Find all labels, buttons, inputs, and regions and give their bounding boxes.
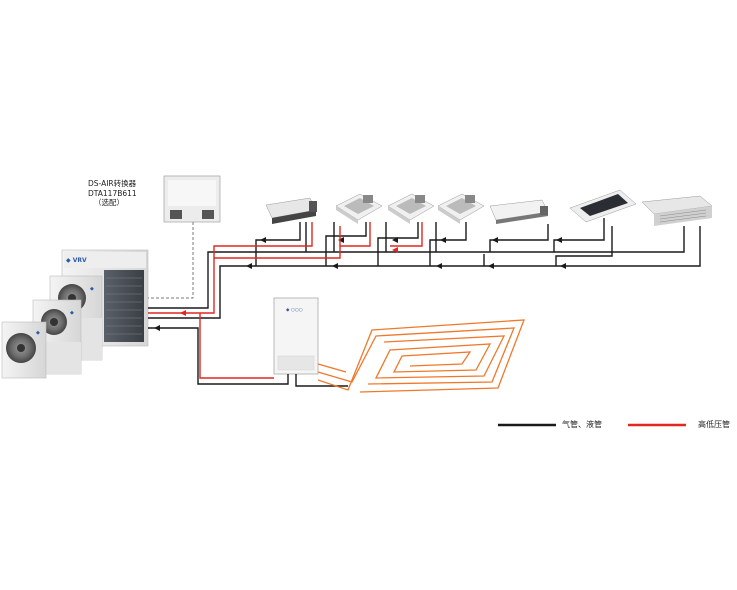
- converter-model: DTA117B611: [88, 188, 137, 198]
- indoor-unit-cassette-1: [335, 193, 383, 224]
- indoor-unit-ceiling-suspended: [489, 199, 549, 224]
- indoor-unit-one-way-cassette: [569, 189, 637, 223]
- converter-name: DS-AIR转换器: [88, 179, 137, 188]
- converter-label: DS-AIR转换器 DTA117B611 （选配）: [88, 179, 168, 208]
- indoor-unit-cassette-3: [437, 193, 485, 224]
- ds-air-converter: [163, 175, 221, 223]
- converter-note: （选配）: [94, 198, 124, 207]
- flow-arrows-black: [154, 237, 566, 331]
- svg-text:◆: ◆: [36, 330, 40, 336]
- svg-text:◆ VRV: ◆ VRV: [66, 257, 87, 264]
- gas-liquid-pipes: [148, 218, 701, 387]
- svg-text:◆: ◆: [90, 286, 94, 292]
- legend-red-label: 高低压管: [698, 420, 730, 429]
- indoor-unit-cassette-2: [387, 193, 435, 224]
- signal-line: [148, 222, 194, 299]
- indoor-unit-duct-2: [641, 195, 713, 226]
- hydro-box-unit: ◆ ○○○: [273, 297, 319, 375]
- high-low-pressure-pipes: [148, 222, 423, 379]
- indoor-unit-duct-1: [265, 197, 317, 224]
- legend-black-label: 气管、液管: [562, 420, 602, 429]
- svg-text:◆ ○○○: ◆ ○○○: [286, 308, 303, 313]
- outdoor-unit-mini: ◆: [1, 321, 47, 379]
- svg-text:◆: ◆: [70, 310, 74, 316]
- flow-arrows-red: [180, 247, 398, 316]
- floor-heating-coil: [317, 319, 525, 393]
